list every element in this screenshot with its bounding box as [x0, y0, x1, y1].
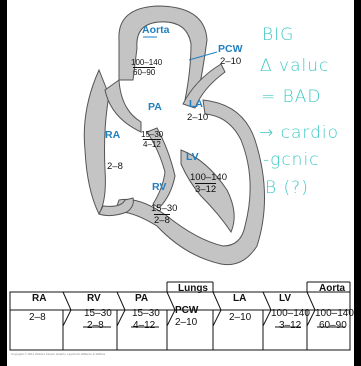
pulmonary-artery: [105, 80, 141, 132]
pa-pressure-top: 15–30: [141, 130, 163, 139]
strip-la-value: 2–10: [229, 312, 251, 324]
note-line-2: Δ valuc: [260, 56, 329, 76]
note-line-1: BIG: [262, 25, 294, 45]
ra-label: RA: [105, 130, 120, 141]
aorta-pressure-top: 100–140: [131, 58, 162, 67]
strip-aorta-top: 100–140: [315, 308, 354, 320]
pcw-label: PCW: [218, 44, 243, 55]
strip-pcw-label: PCW: [175, 305, 198, 317]
rv-label: RV: [152, 182, 166, 193]
strip-pcw-value: 2–10: [175, 317, 197, 329]
pcw-value: 2–10: [220, 56, 241, 67]
note-line-4: → cardio: [259, 123, 339, 143]
strip-pa-top: 15–30: [132, 308, 160, 320]
aorta-pressure-bottom: 60–90: [133, 67, 155, 77]
strip-ra-label: RA: [32, 293, 46, 305]
page: Aorta PCW 2–10 100–140 60–90 PA 15–30 4–…: [7, 0, 354, 366]
strip-rv-top: 15–30: [84, 308, 112, 320]
strip-lv-bottom: 3–12: [279, 320, 301, 332]
strip-lv-top: 100–140: [271, 308, 310, 320]
pa-pressure-bottom: 4–12: [143, 139, 161, 149]
strip-ra-value: 2–8: [29, 312, 46, 324]
copyright-credit: Copyright © 2011 Wolters Kluwer Health |…: [11, 352, 105, 356]
note-line-3: = BAD: [261, 87, 322, 107]
aorta-vessel: [119, 6, 207, 100]
aorta-label: Aorta: [142, 25, 169, 36]
note-line-5: -gcnic: [263, 150, 320, 170]
strip-rv-label: RV: [87, 293, 101, 305]
la-label: LA: [189, 99, 203, 110]
ra-value: 2–8: [107, 161, 123, 172]
strip-la-label: LA: [233, 293, 246, 305]
strip-aorta-label: Aorta: [319, 283, 345, 295]
strip-pa-label: PA: [135, 293, 148, 305]
lv-pressure-top: 100–140: [190, 172, 227, 183]
pa-label: PA: [148, 102, 162, 113]
strip-lungs-label: Lungs: [178, 283, 208, 295]
rv-pressure-bottom: 2–8: [154, 214, 170, 226]
rv-pressure-top: 15–30: [151, 203, 177, 214]
note-line-6: B (?): [265, 178, 309, 198]
lv-label: LV: [186, 152, 199, 163]
lv-pressure-bottom: 3–12: [195, 183, 216, 195]
strip-aorta-bottom: 60–90: [319, 320, 347, 332]
la-value: 2–10: [187, 112, 208, 123]
strip-rv-bottom: 2–8: [87, 320, 104, 332]
strip-pa-bottom: 4–12: [133, 320, 155, 332]
strip-lv-label: LV: [279, 293, 291, 305]
